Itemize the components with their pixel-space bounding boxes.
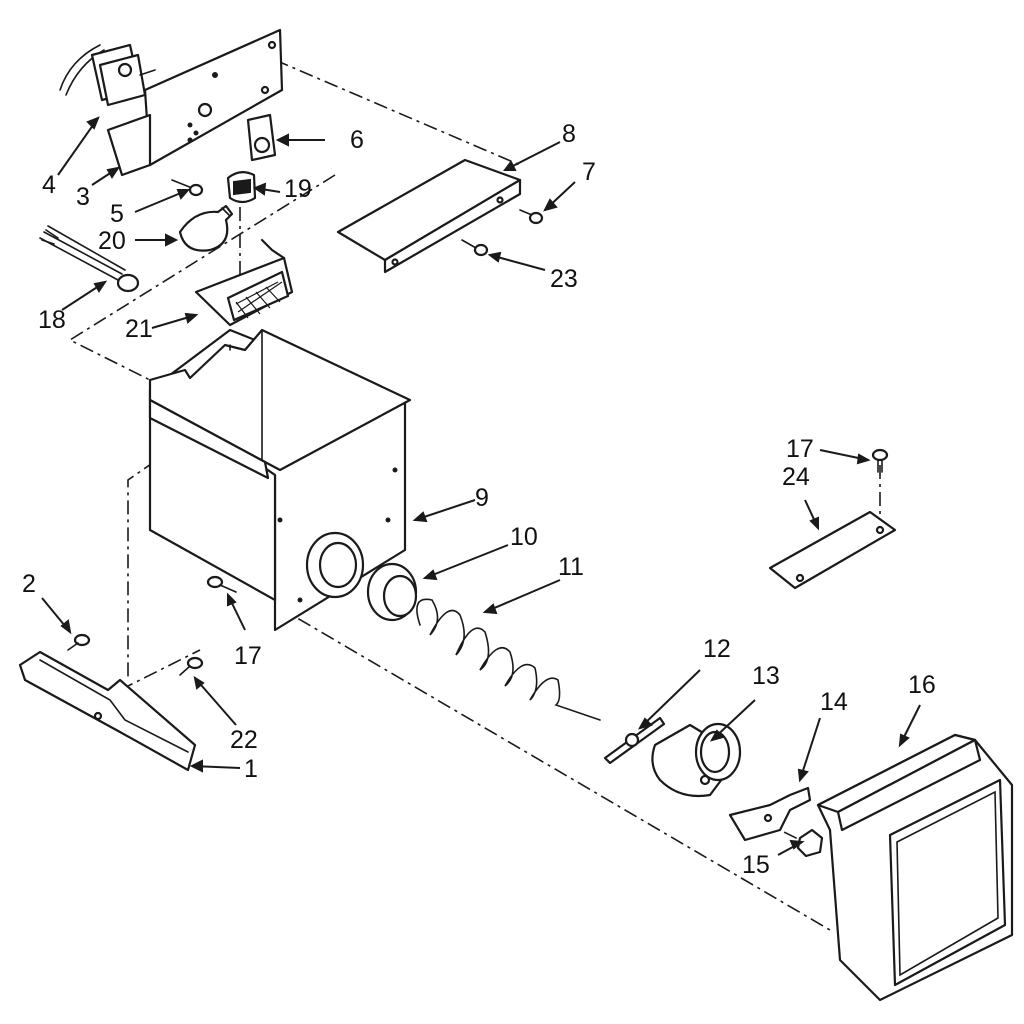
plate-part-24 — [768, 510, 897, 590]
callout-9: 9 — [475, 484, 489, 512]
shield-part-21 — [194, 238, 294, 327]
rail-part-1 — [18, 650, 197, 772]
screws-part-2-22 — [67, 633, 204, 676]
callout-13: 13 — [752, 662, 780, 690]
bucket-part-9 — [148, 328, 412, 632]
housing-part-16 — [816, 733, 1014, 1002]
bracket-part-14 — [728, 786, 812, 842]
callout-8: 8 — [562, 120, 576, 148]
callout-2: 2 — [22, 570, 36, 598]
drum-part-13 — [651, 722, 742, 798]
callout-24: 24 — [782, 463, 810, 491]
clip-part-6 — [246, 113, 277, 162]
spring-part-11 — [416, 598, 601, 721]
callout-19: 19 — [284, 175, 312, 203]
callout-5: 5 — [110, 200, 124, 228]
callout-17-bottom: 17 — [234, 642, 262, 670]
callout-17-top: 17 — [786, 435, 814, 463]
screw-part-17 — [206, 448, 889, 593]
callout-20: 20 — [98, 227, 126, 255]
motor-part-4 — [59, 43, 156, 107]
screw-part-5 — [171, 179, 204, 197]
leader-arrows — [41, 116, 921, 856]
blade-part-12 — [603, 716, 666, 765]
callout-23: 23 — [550, 265, 578, 293]
callout-1: 1 — [244, 755, 258, 783]
callout-16: 16 — [908, 671, 936, 699]
cover-part-8 — [336, 158, 522, 274]
wire-part-18 — [39, 225, 140, 293]
bearing-part-10 — [366, 562, 418, 622]
callout-10: 10 — [510, 523, 538, 551]
screws-part-7-23 — [461, 209, 544, 257]
socket-part-19 — [226, 171, 257, 204]
callout-18: 18 — [38, 306, 66, 334]
bracket-part-3 — [106, 28, 284, 177]
callout-4: 4 — [42, 171, 56, 199]
callout-11: 11 — [558, 553, 584, 581]
callout-7: 7 — [582, 158, 596, 186]
callout-15: 15 — [742, 851, 770, 879]
callout-14: 14 — [820, 688, 848, 716]
bulb-part-20 — [178, 204, 234, 252]
callout-labels: 1 2 3 4 5 6 7 8 9 10 11 12 13 14 15 16 1… — [22, 120, 936, 879]
callout-3: 3 — [76, 183, 90, 211]
callout-12: 12 — [703, 635, 731, 663]
callout-6: 6 — [350, 126, 364, 154]
callout-21: 21 — [125, 315, 153, 343]
callout-22: 22 — [230, 726, 258, 754]
nut-part-15 — [796, 828, 824, 858]
